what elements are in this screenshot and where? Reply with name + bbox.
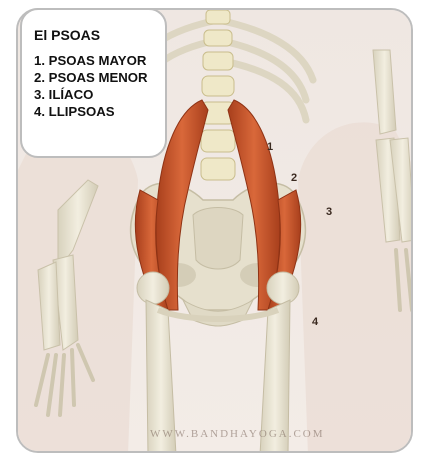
label-number-1: 1	[267, 141, 273, 153]
legend-box: El PSOAS 1. PSOAS MAYOR 2. PSOAS MENOR 3…	[20, 8, 167, 158]
label-number-3: 3	[326, 206, 332, 218]
watermark: WWW.BANDHAYOGA.COM	[150, 428, 325, 440]
label-number-4: 4	[312, 316, 318, 328]
label-number-2: 2	[291, 172, 297, 184]
legend-title: El PSOAS	[34, 27, 157, 43]
legend-item: 3. ILÍACO	[34, 86, 157, 103]
legend-list: 1. PSOAS MAYOR 2. PSOAS MENOR 3. ILÍACO …	[34, 52, 157, 120]
legend-item: 1. PSOAS MAYOR	[34, 52, 157, 69]
legend-item: 2. PSOAS MENOR	[34, 69, 157, 86]
legend-item: 4. LLIPSOAS	[34, 103, 157, 120]
